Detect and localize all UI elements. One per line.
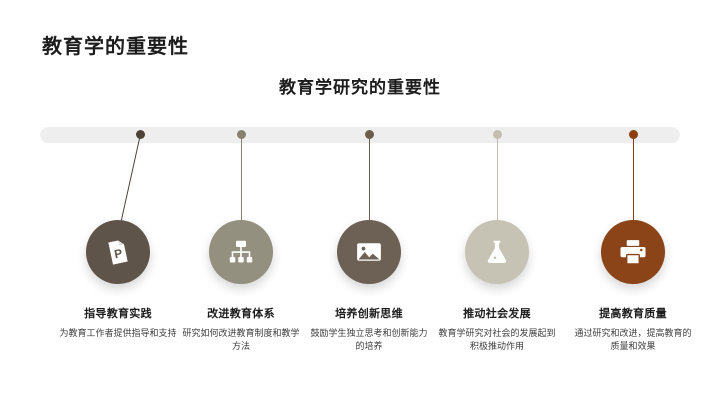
flask-icon bbox=[482, 237, 512, 267]
timeline-node-1[interactable]: P 指导教育实践 为教育工作者提供指导和支持 bbox=[43, 220, 193, 340]
node-bubble-3[interactable] bbox=[337, 220, 401, 284]
node-desc-4: 教育学研究对社会的发展起到积极推动作用 bbox=[438, 328, 556, 351]
org-chart-icon bbox=[226, 237, 256, 267]
node-desc-1: 为教育工作者提供指导和支持 bbox=[59, 328, 177, 338]
timeline-rail bbox=[40, 127, 680, 143]
node-title-1: 指导教育实践 bbox=[84, 308, 152, 320]
node-title-5: 提高教育质量 bbox=[599, 308, 667, 320]
image-icon bbox=[354, 237, 384, 267]
connector-5 bbox=[633, 134, 635, 222]
node-bubble-4[interactable] bbox=[465, 220, 529, 284]
page-title: 教育学的重要性 bbox=[42, 36, 189, 58]
timeline-node-5[interactable]: 提高教育质量 通过研究和改进，提高教育的质量和效果 bbox=[558, 220, 708, 353]
slide-subtitle: 教育学研究的重要性 bbox=[279, 78, 441, 97]
presentation-file-icon: P bbox=[103, 237, 133, 267]
node-desc-3: 鼓励学生独立思考和创新能力的培养 bbox=[310, 328, 428, 351]
node-desc-2: 研究如何改进教育制度和教学方法 bbox=[182, 328, 300, 351]
timeline-node-2[interactable]: 改进教育体系 研究如何改进教育制度和教学方法 bbox=[166, 220, 316, 353]
timeline-node-4[interactable]: 推动社会发展 教育学研究对社会的发展起到积极推动作用 bbox=[422, 220, 572, 353]
timeline-node-3[interactable]: 培养创新思维 鼓励学生独立思考和创新能力的培养 bbox=[294, 220, 444, 353]
node-bubble-1[interactable]: P bbox=[86, 220, 150, 284]
connector-1 bbox=[119, 133, 142, 228]
connector-4 bbox=[497, 134, 499, 222]
node-bubble-5[interactable] bbox=[601, 220, 665, 284]
connector-3 bbox=[369, 134, 371, 222]
node-title-4: 推动社会发展 bbox=[463, 308, 531, 320]
connector-2 bbox=[241, 134, 243, 222]
svg-text:P: P bbox=[113, 246, 124, 261]
node-desc-5: 通过研究和改进，提高教育的质量和效果 bbox=[574, 328, 692, 351]
printer-icon bbox=[618, 237, 648, 267]
node-title-3: 培养创新思维 bbox=[335, 308, 403, 320]
node-title-2: 改进教育体系 bbox=[207, 308, 275, 320]
node-bubble-2[interactable] bbox=[209, 220, 273, 284]
